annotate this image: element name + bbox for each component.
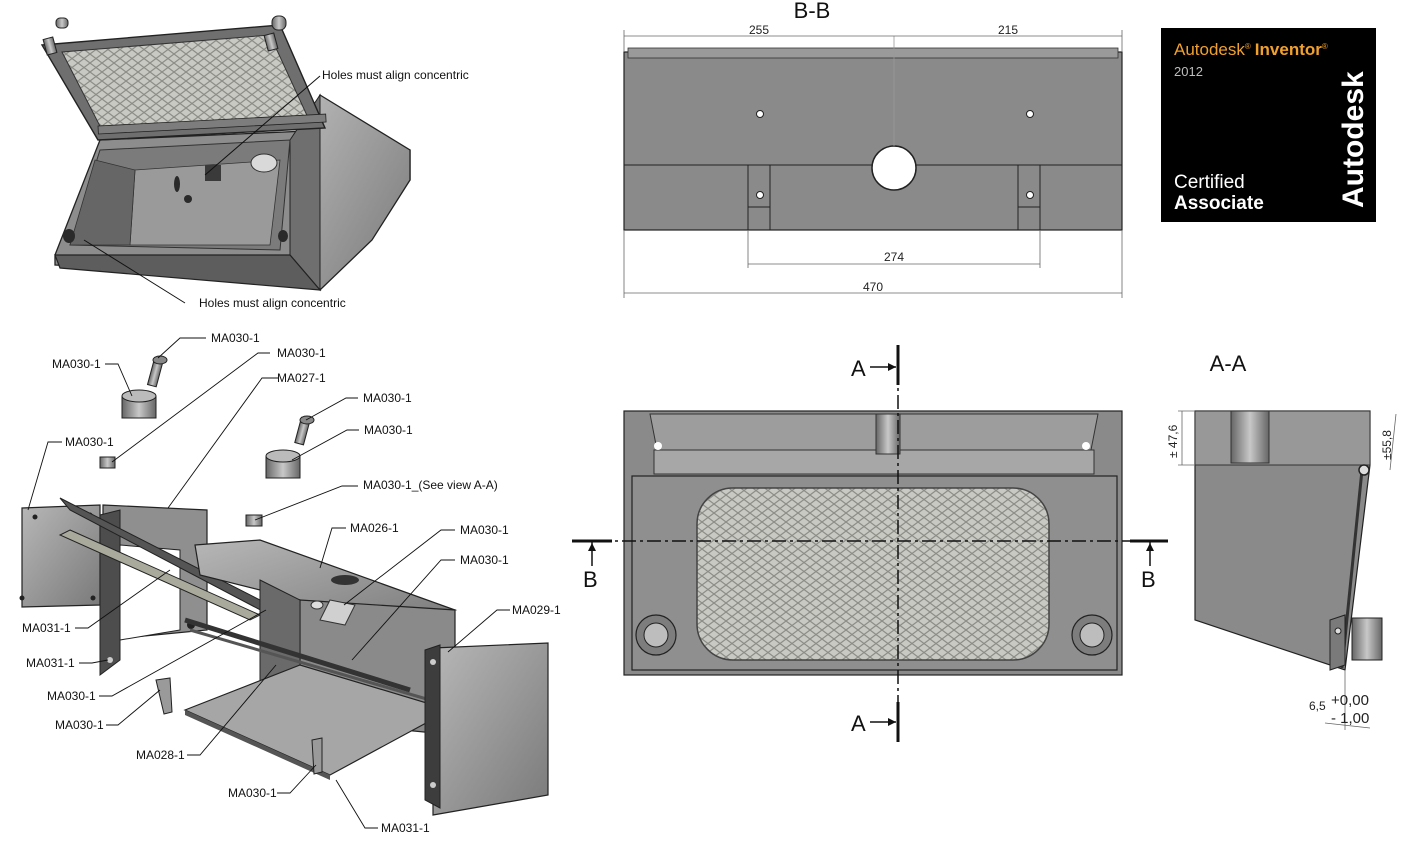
section-bb-view: B-B 255 215 274 470 xyxy=(623,0,1123,298)
part-label: MA031-1 xyxy=(381,821,430,835)
badge-certified: Certified xyxy=(1174,172,1245,193)
dim-6-5: 6,5 xyxy=(1309,699,1326,713)
part-label: MA027-1 xyxy=(277,371,326,385)
part-label: MA030-1 xyxy=(65,435,114,449)
front-view: A A B B xyxy=(572,345,1168,745)
section-bb-title: B-B xyxy=(794,0,831,23)
section-aa-view: A-A ± 47,6 ±55,8 6,5 +0,00 - 1,00 xyxy=(1166,351,1397,730)
badge-brand: Autodesk xyxy=(1174,40,1245,59)
note-holes-align-upper: Holes must align concentric xyxy=(322,68,469,82)
badge-year: 2012 xyxy=(1174,64,1203,79)
dim-47-6: ± 47,6 xyxy=(1166,424,1180,458)
part-label: MA026-1 xyxy=(350,521,399,535)
part-label: MA028-1 xyxy=(136,748,185,762)
part-label: MA030-1 xyxy=(47,689,96,703)
badge-product-line: Autodesk®Inventor® xyxy=(1174,40,1328,59)
part-label: MA030-1 xyxy=(460,523,509,537)
part-label: MA030-1 xyxy=(363,391,412,405)
part-label: MA030-1 xyxy=(277,346,326,360)
tolerance-minus: - 1,00 xyxy=(1331,710,1369,727)
part-label: MA030-1 xyxy=(460,553,509,567)
part-label: MA030-1 xyxy=(52,357,101,371)
dim-470: 470 xyxy=(863,280,883,294)
section-aa-title: A-A xyxy=(1210,351,1247,376)
part-label: MA029-1 xyxy=(512,603,561,617)
leader-line-lower xyxy=(83,239,186,304)
part-label: MA031-1 xyxy=(22,621,71,635)
part-label: MA030-1 xyxy=(211,331,260,345)
cut-label-b-left: B xyxy=(583,567,598,592)
cut-label-a-top: A xyxy=(851,356,866,381)
cut-label-b-right: B xyxy=(1141,567,1156,592)
autodesk-certification-badge: Autodesk®Inventor® 2012 Certified Associ… xyxy=(1161,28,1376,222)
leader-line-upper xyxy=(204,75,321,176)
cut-label-a-bottom: A xyxy=(851,711,866,736)
part-label: MA030-1_(See view A-A) xyxy=(363,478,498,492)
tolerance-plus: +0,00 xyxy=(1331,692,1369,709)
part-leaders xyxy=(27,337,510,829)
dim-55-8: ±55,8 xyxy=(1380,430,1394,460)
exploded-assembly-view xyxy=(19,355,549,816)
dim-215: 215 xyxy=(998,23,1018,37)
note-holes-align-lower: Holes must align concentric xyxy=(199,296,346,310)
part-label: MA030-1 xyxy=(55,718,104,732)
badge-product: Inventor xyxy=(1255,40,1322,59)
dim-274: 274 xyxy=(884,250,904,264)
part-label: MA030-1 xyxy=(228,786,277,800)
badge-vertical-brand: Autodesk xyxy=(1337,71,1370,208)
isometric-assembly-view xyxy=(40,15,411,292)
part-labels: MA030-1 MA030-1 MA027-1 MA030-1 MA027-1 … xyxy=(22,331,561,835)
part-label: MA030-1 xyxy=(364,423,413,437)
badge-associate: Associate xyxy=(1174,193,1264,214)
dim-255: 255 xyxy=(749,23,769,37)
part-label: MA031-1 xyxy=(26,656,75,670)
